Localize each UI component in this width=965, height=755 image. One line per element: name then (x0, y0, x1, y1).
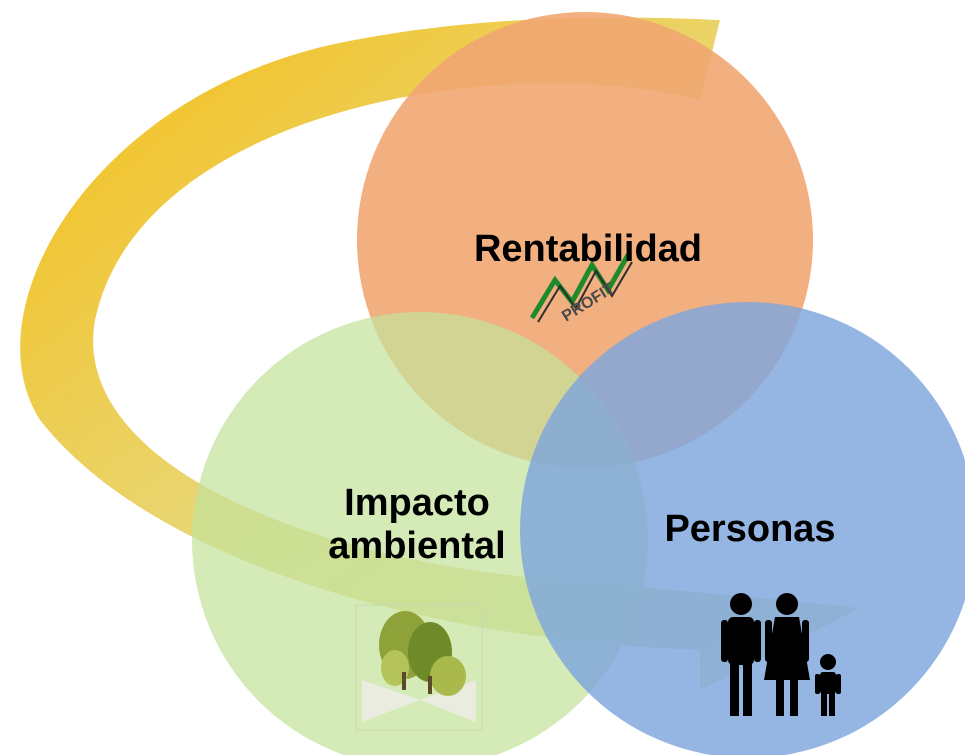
personas-label: Personas (664, 508, 836, 550)
trees-icon (355, 604, 483, 731)
impacto-ambiental-circle (192, 312, 648, 755)
rentabilidad-label: Rentabilidad (473, 228, 703, 270)
impacto-label-line2: ambiental (328, 524, 506, 567)
personas-circle (520, 302, 965, 755)
impacto-label-line1: Impacto (344, 482, 490, 524)
impacto-ambiental-label: Impacto ambiental (282, 482, 552, 567)
family-icon (721, 593, 841, 716)
